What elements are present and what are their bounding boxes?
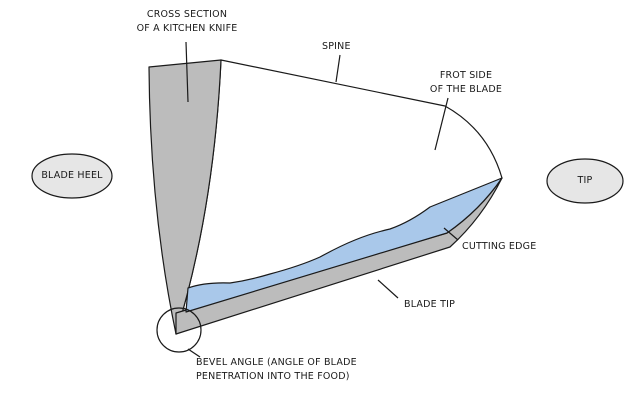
cross-section-label: CROSS SECTION OF A KITCHEN KNIFE bbox=[122, 8, 252, 36]
front-side-line-1: FROT SIDE bbox=[439, 70, 493, 81]
bevel-angle-line-2: PENETRATION INTO THE FOOD) bbox=[196, 371, 350, 382]
cross-section-line-2: OF A KITCHEN KNIFE bbox=[136, 23, 238, 34]
blade-tip-leader bbox=[377, 279, 399, 299]
front-side-leader bbox=[434, 97, 449, 151]
bevel-angle-line-1: BEVEL ANGLE (ANGLE OF BLADE bbox=[196, 357, 357, 368]
blade-tip-label: BLADE TIP bbox=[404, 299, 455, 310]
cutting-edge-leader bbox=[443, 227, 459, 241]
tip-label: TIP bbox=[577, 175, 593, 186]
cutting-edge-label: CUTTING EDGE bbox=[462, 241, 537, 252]
blade-heel-label: BLADE HEEL bbox=[41, 170, 103, 181]
cross-section-line-1: CROSS SECTION bbox=[146, 9, 228, 20]
spine-leader bbox=[335, 54, 341, 83]
spine-label: SPINE bbox=[322, 41, 351, 52]
front-side-line-2: OF THE BLADE bbox=[429, 84, 503, 95]
bevel-angle-circle bbox=[156, 307, 202, 353]
cutting-edge-bevel bbox=[185, 177, 503, 313]
bevel-angle-leader bbox=[187, 348, 201, 358]
bevel-angle-label: BEVEL ANGLE (ANGLE OF BLADE PENETRATION … bbox=[196, 356, 357, 384]
tip-oval bbox=[546, 158, 624, 204]
blade-heel-oval bbox=[31, 153, 113, 199]
front-side-label: FROT SIDE OF THE BLADE bbox=[418, 69, 514, 97]
cross-section-leader bbox=[185, 41, 189, 103]
